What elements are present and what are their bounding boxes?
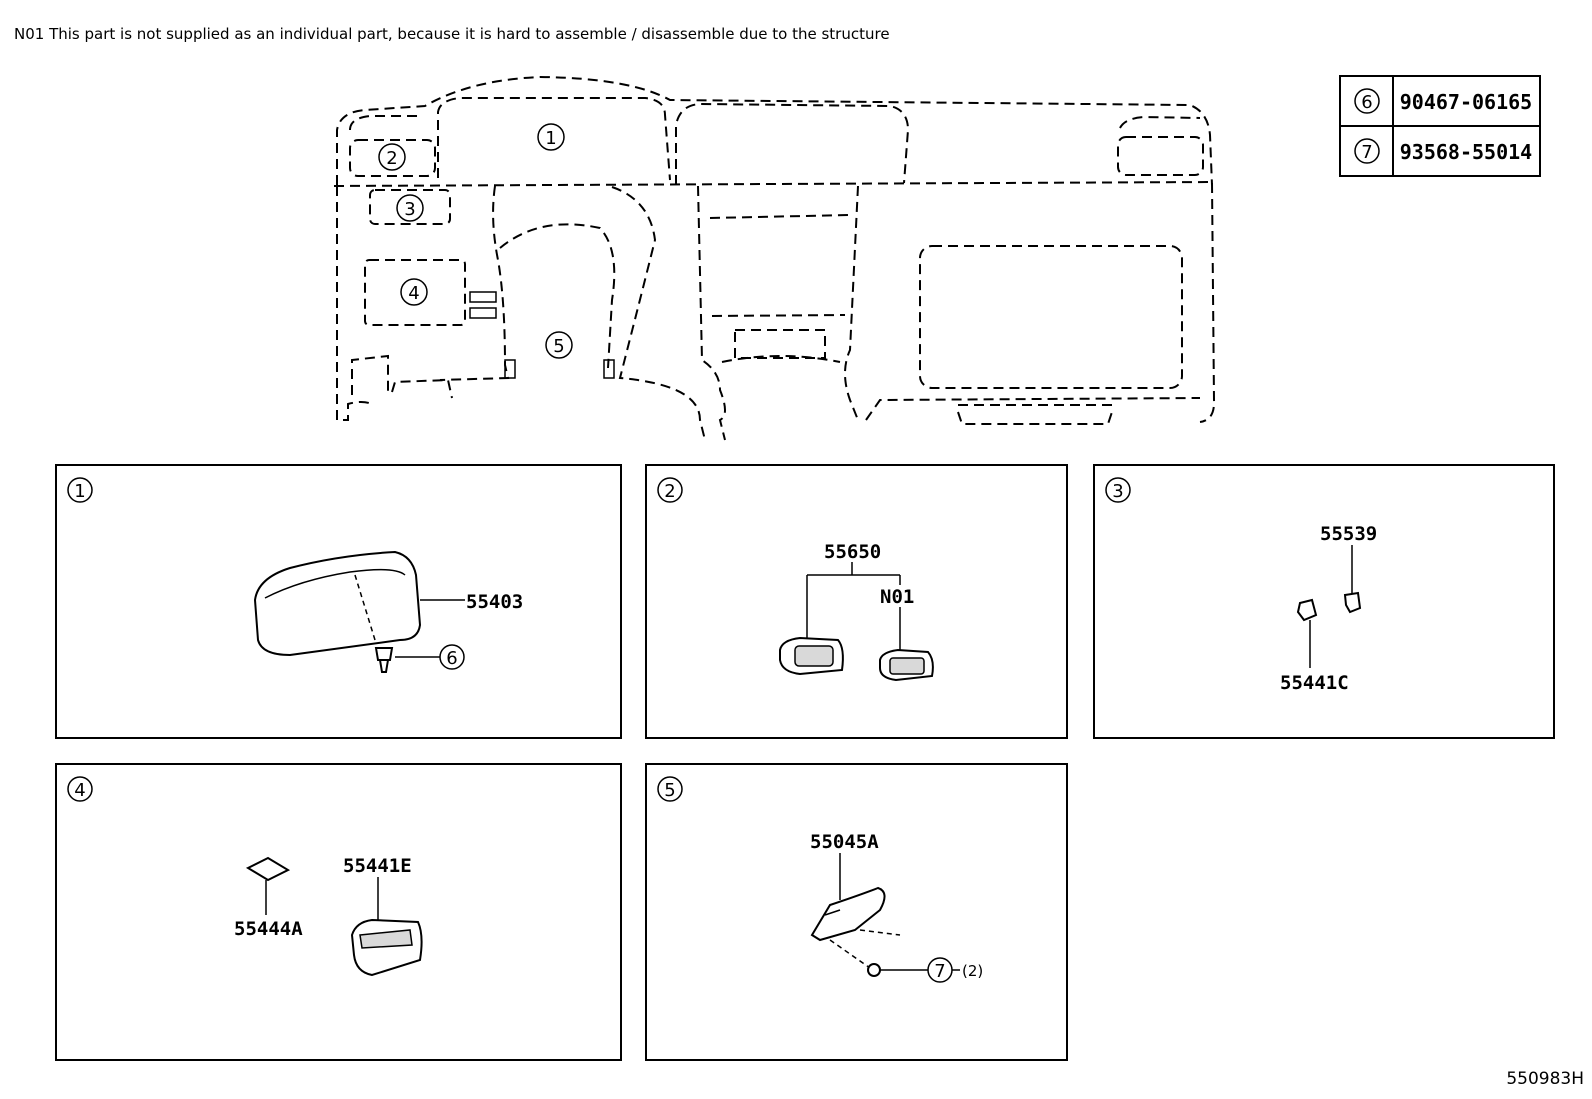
box-55441E — [350, 918, 423, 977]
panel-5-clip-ref: 7 — [934, 961, 945, 982]
panel-1-ref: 1 — [74, 481, 85, 502]
clip-55539 — [1343, 591, 1362, 614]
vent-N01 — [879, 648, 934, 682]
legend-ref-6: 6 — [1361, 92, 1372, 113]
panel-4: 4 55444A 55441E — [55, 763, 622, 1061]
label-55441C: 55441C — [1280, 672, 1349, 694]
clip-55441C — [1296, 598, 1318, 622]
cover-55045A — [810, 886, 886, 942]
legend-ref-7: 7 — [1361, 142, 1372, 163]
label-55650: 55650 — [824, 541, 881, 563]
panel-2: 2 55650 N01 — [645, 464, 1068, 739]
panel-2-ref: 2 — [664, 481, 675, 502]
note-text: N01 This part is not supplied as an indi… — [14, 25, 890, 43]
panel-3: 3 55539 55441C — [1093, 464, 1555, 739]
panel-5-ref: 5 — [664, 780, 675, 801]
clip-7-fastener — [867, 963, 881, 977]
dashboard-overview: 1 2 3 4 5 — [333, 75, 1216, 441]
panel-3-ref: 3 — [1112, 481, 1123, 502]
label-55403: 55403 — [466, 591, 523, 613]
overview-ref-4: 4 — [408, 283, 419, 304]
vent-55650 — [779, 636, 844, 676]
label-55539: 55539 — [1320, 523, 1377, 545]
overview-ref-3: 3 — [404, 199, 415, 220]
legend-part-93568: 93568-55014 — [1400, 140, 1532, 164]
label-N01: N01 — [880, 586, 914, 608]
panel-1-clip-ref: 6 — [446, 648, 457, 669]
part-55403-hood — [253, 550, 422, 657]
panel-1: 1 55403 6 — [55, 464, 622, 739]
label-55441E: 55441E — [343, 855, 412, 877]
overview-ref-1: 1 — [545, 128, 556, 149]
overview-ref-5: 5 — [553, 336, 564, 357]
panel-4-ref: 4 — [74, 780, 85, 801]
legend-part-90467: 90467-06165 — [1400, 90, 1532, 114]
legend-table: 6 90467-06165 7 93568-55014 — [1339, 75, 1541, 177]
panel-5: 5 55045A 7 (2) — [645, 763, 1068, 1061]
label-55045A: 55045A — [810, 831, 879, 853]
cover-55444A — [245, 856, 291, 882]
diagram-code: 550983H — [1506, 1069, 1584, 1089]
overview-ref-2: 2 — [386, 148, 397, 169]
panel-5-clip-qty: (2) — [962, 962, 983, 980]
clip-6-fastener — [374, 647, 394, 673]
label-55444A: 55444A — [234, 918, 303, 940]
